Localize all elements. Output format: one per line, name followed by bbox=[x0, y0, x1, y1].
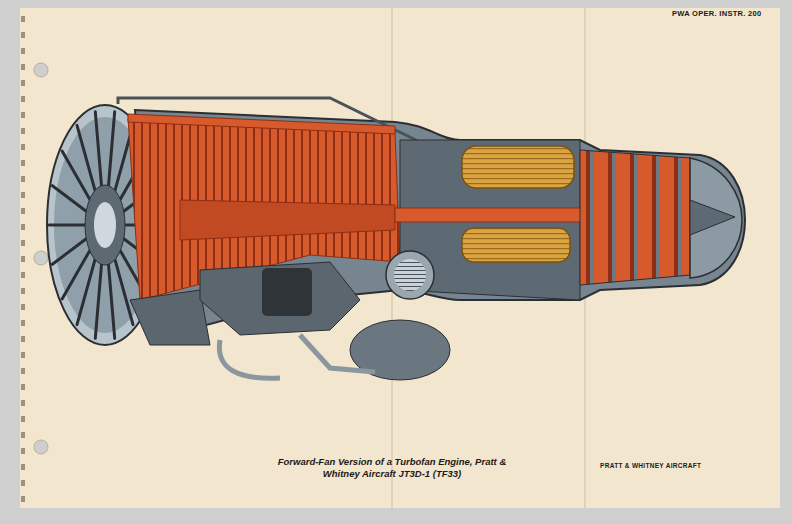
figure-caption: Forward-Fan Version of a Turbofan Engine… bbox=[272, 456, 512, 480]
binder-hole bbox=[34, 251, 48, 265]
accessories bbox=[130, 251, 450, 380]
page-number: PWA OPER. INSTR. 200 bbox=[672, 9, 762, 18]
paper-page bbox=[20, 8, 780, 508]
publisher-credit: PRATT & WHITNEY AIRCRAFT bbox=[600, 462, 701, 469]
binding-edge bbox=[21, 14, 25, 504]
engine-core bbox=[118, 98, 745, 340]
binder-hole bbox=[34, 63, 48, 77]
binder-hole bbox=[34, 440, 48, 454]
